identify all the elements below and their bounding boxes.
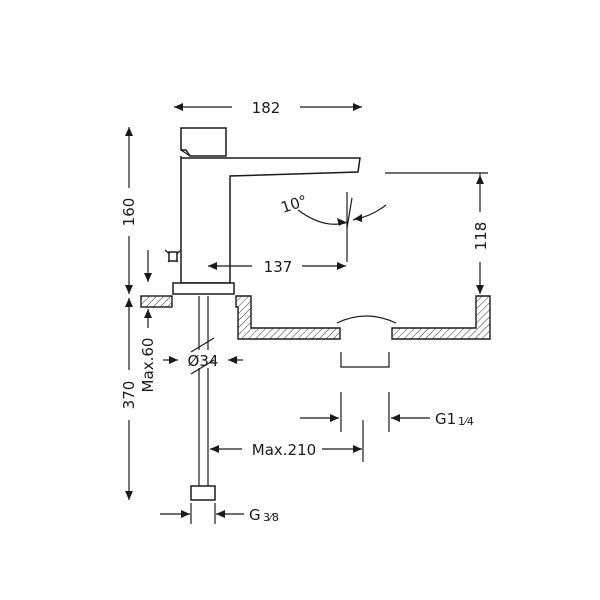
overall-width-label: 182 bbox=[252, 99, 281, 117]
dim-overall-width: 182 bbox=[174, 99, 362, 117]
drain-dome bbox=[336, 315, 397, 324]
drain-thread-fraction: 1⁄4 bbox=[458, 415, 474, 428]
spout-height-label: 160 bbox=[120, 198, 138, 227]
supply-thread-fraction: 3⁄8 bbox=[263, 511, 279, 524]
dim-outlet-height: 118 bbox=[385, 172, 490, 294]
angle-label: 10° bbox=[279, 191, 310, 216]
dim-total-height: 370 bbox=[120, 298, 138, 500]
max-counter-label: Max.60 bbox=[139, 338, 157, 393]
basin-left bbox=[235, 295, 341, 340]
basin-right bbox=[391, 295, 491, 340]
dim-hose-reach: Max.210 bbox=[210, 420, 364, 462]
dim-supply-thread: G 3⁄8 bbox=[160, 503, 279, 524]
drain-tailpiece bbox=[340, 352, 390, 368]
faucet-handle bbox=[180, 127, 227, 157]
valve-symbol bbox=[144, 249, 182, 282]
reach-label: 137 bbox=[264, 258, 293, 276]
dim-drain-thread: G1 1⁄4 bbox=[300, 392, 474, 432]
dim-max-counter: Max.60 bbox=[139, 309, 157, 392]
supply-thread-label: G bbox=[249, 506, 261, 524]
faucet-body bbox=[172, 127, 361, 295]
dim-reach: 137 bbox=[208, 258, 346, 276]
outlet-height-label: 118 bbox=[472, 222, 490, 251]
supply-hose bbox=[190, 296, 216, 501]
basin-section bbox=[140, 295, 491, 368]
countertop-left bbox=[140, 295, 173, 308]
base-diameter-label: Ø34 bbox=[188, 352, 219, 370]
hose-nut bbox=[190, 485, 216, 501]
total-height-label: 370 bbox=[120, 381, 138, 410]
faucet-base bbox=[172, 282, 235, 295]
hose-reach-label: Max.210 bbox=[252, 441, 316, 459]
dim-spout-height: 160 bbox=[120, 127, 138, 294]
dim-angle: 10° bbox=[279, 191, 387, 262]
drain-thread-label: G1 bbox=[435, 410, 456, 428]
dim-base-diameter: Ø34 bbox=[163, 352, 243, 370]
